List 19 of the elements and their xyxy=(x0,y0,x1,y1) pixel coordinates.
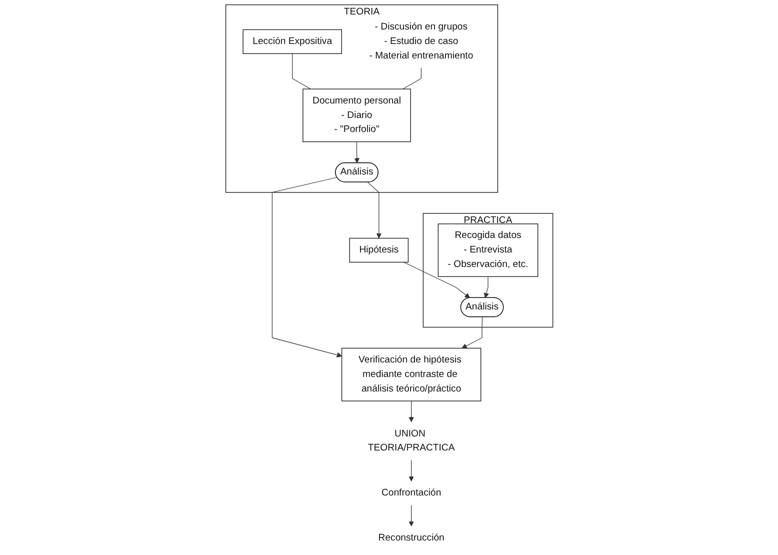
node-box: Documento personal - Diario - "Porfolio" xyxy=(302,88,411,142)
arrow xyxy=(367,182,382,238)
arrow xyxy=(272,177,342,358)
arrow xyxy=(354,141,360,164)
node-text: Confrontación xyxy=(381,488,441,498)
arrow xyxy=(408,400,414,422)
node-text: UNION TEORIA/PRACTICA xyxy=(368,428,454,454)
arrow xyxy=(461,316,482,348)
node-box: Lección Expositiva xyxy=(242,29,342,54)
node-text: Reconstrucción xyxy=(378,532,444,543)
node-box: Recogida datos - Entrevista - Observación, etc. xyxy=(438,223,538,277)
node-box: Hipótesis xyxy=(348,238,408,263)
arrow xyxy=(408,504,414,526)
node-box: Verificación de hipótesis mediante contraste de análisis teórico/práctico xyxy=(341,348,481,402)
arrow xyxy=(408,460,414,482)
arrow xyxy=(403,262,470,298)
node-text: - Discusión en grupos - Estudio de caso - Material entrenamiento xyxy=(368,22,473,61)
connector xyxy=(402,68,422,90)
arrow xyxy=(484,276,489,298)
